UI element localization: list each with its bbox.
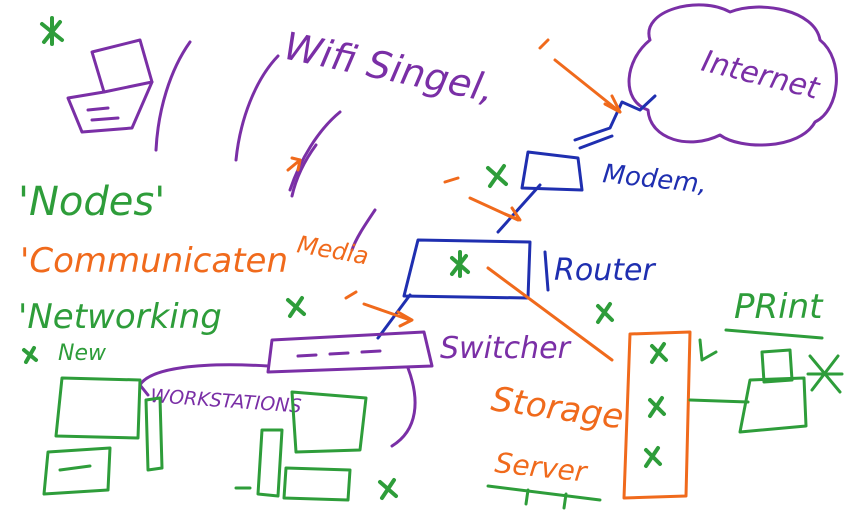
wifi-label: Wifi Singel, xyxy=(280,24,498,111)
router-icon xyxy=(402,238,550,300)
modem-label: Modem, xyxy=(601,159,708,200)
networking-label: 'Networking xyxy=(18,297,222,337)
server-label: Server xyxy=(493,446,589,489)
storage-label: Storage xyxy=(489,379,626,437)
communication-label: 'Communicaten xyxy=(20,241,288,281)
green-star-marks xyxy=(22,16,668,500)
workstations-bracket xyxy=(138,363,417,448)
nodes-label: 'Nodes' xyxy=(18,179,165,225)
internet-cloud-icon xyxy=(627,3,838,147)
internet-label: Internet xyxy=(698,44,824,107)
laptop-icon xyxy=(66,38,154,134)
cable-link xyxy=(376,94,657,340)
workstation-monitors xyxy=(42,376,368,502)
print-label: PRint xyxy=(734,287,824,327)
ground-line xyxy=(486,484,602,510)
switch-label: Switcher xyxy=(440,331,572,366)
cross-mark-icon xyxy=(806,354,844,394)
workstations-label: WORKSTATIONS xyxy=(150,385,303,418)
storage-server-icon xyxy=(622,330,692,500)
router-label: Router xyxy=(554,253,656,288)
orange-arrows xyxy=(286,38,622,362)
modem-icon xyxy=(520,150,584,192)
new-label: New xyxy=(58,341,107,366)
printer-icon xyxy=(688,328,824,434)
switch-icon xyxy=(266,330,434,374)
wifi-waves xyxy=(154,40,377,252)
